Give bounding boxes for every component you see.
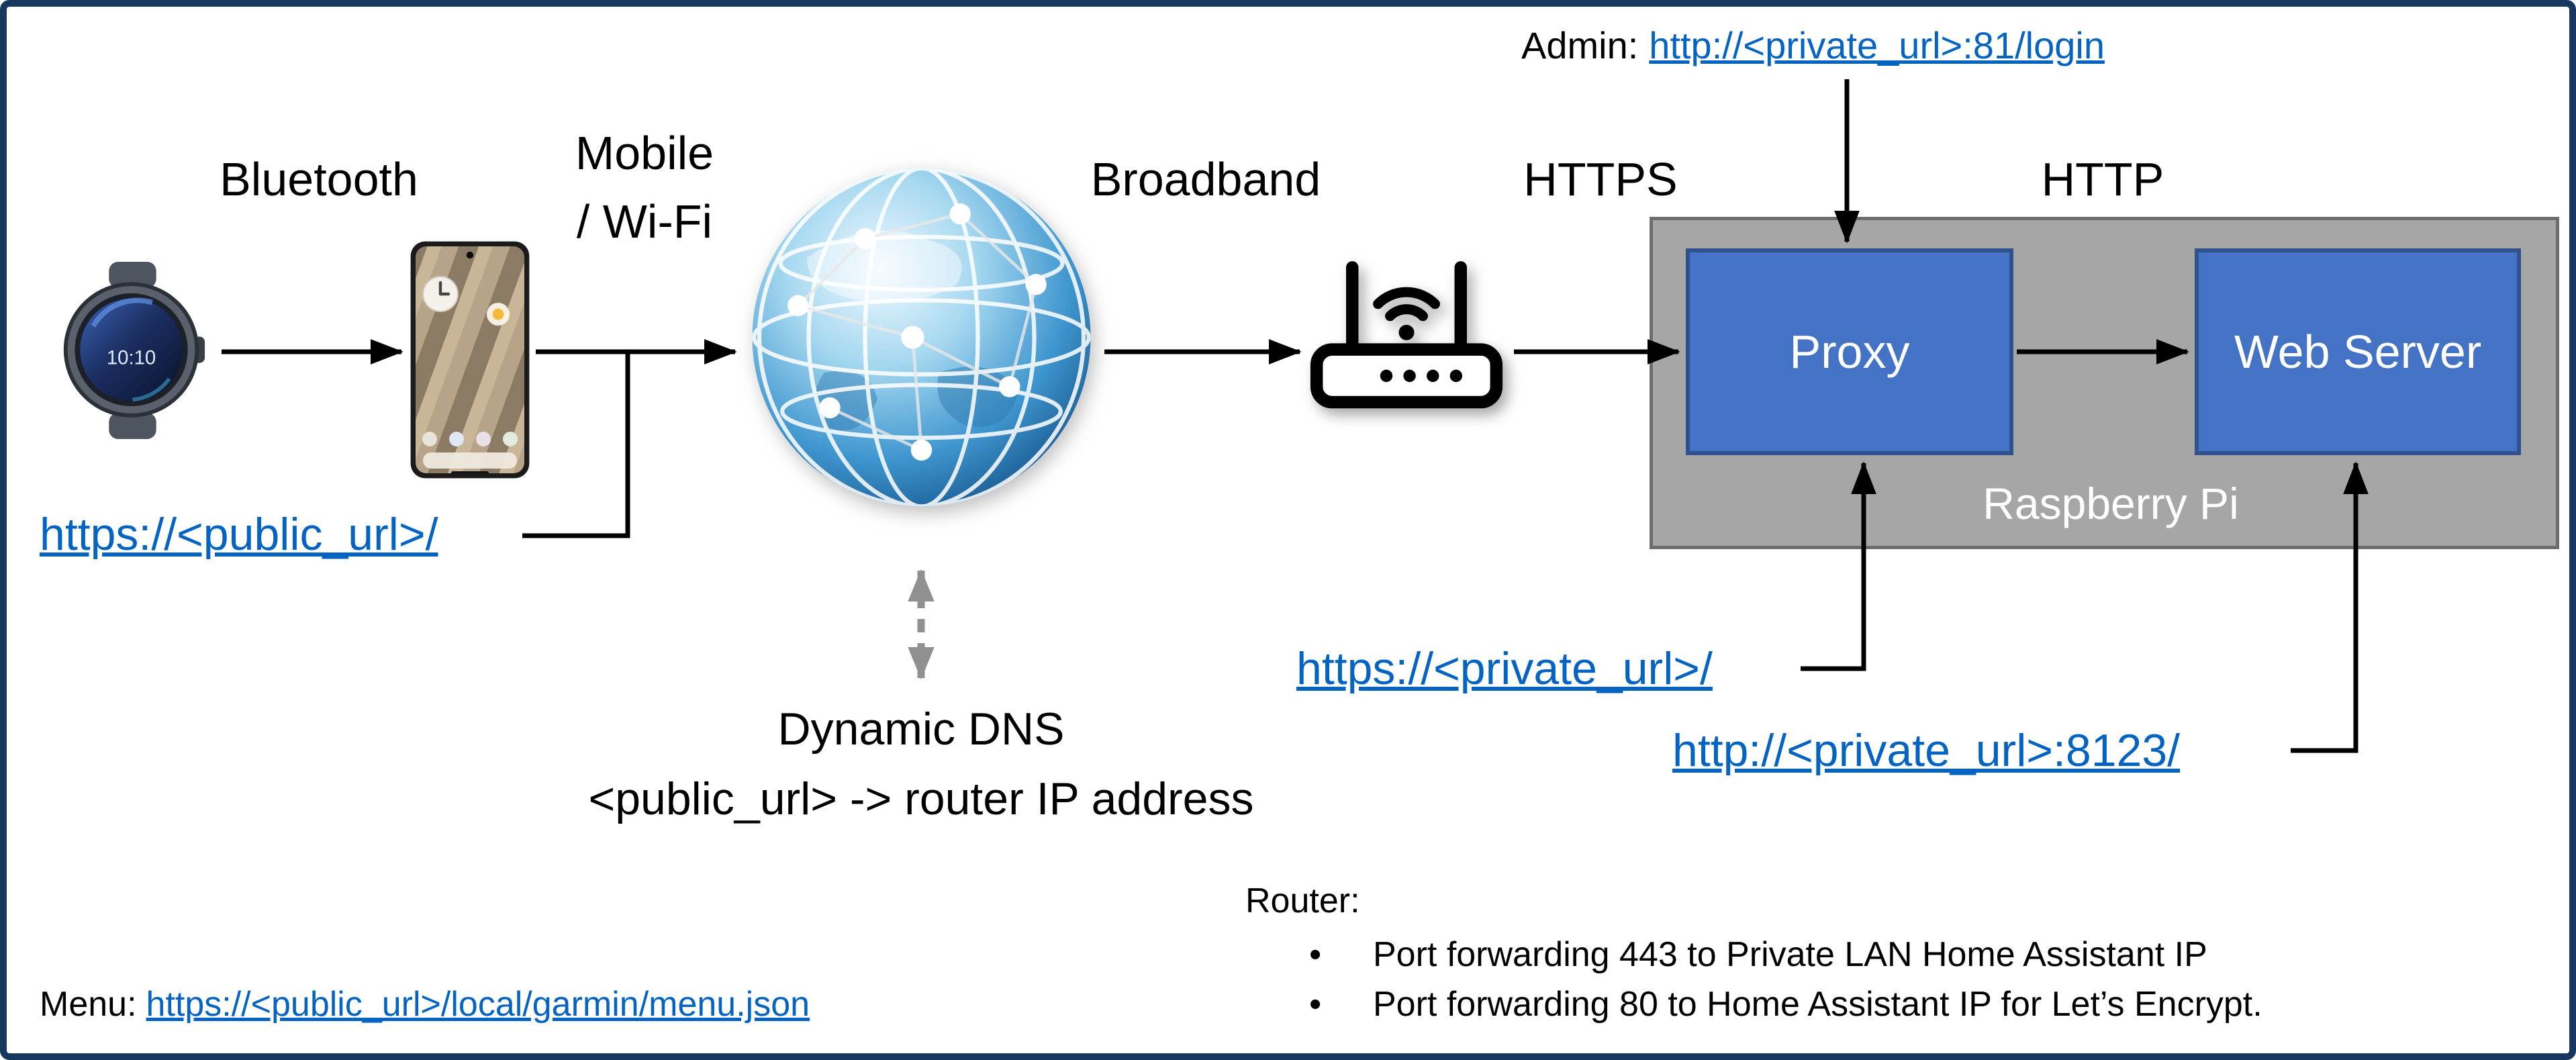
dns-mapping-label: <public_url> -> router IP address [588,773,1254,824]
admin-url-link[interactable]: http://<private_url>:81/login [1649,24,2105,66]
router-notes-list: • Port forwarding 443 to Private LAN Hom… [1245,930,2262,1030]
menu-url-link[interactable]: https://<public_url>/local/garmin/menu.j… [146,985,810,1024]
proxy-label: Proxy [1789,326,1910,378]
web-server-box: Web Server [2195,248,2521,455]
mobile-wifi-label: Mobile / Wi-Fi [510,119,779,256]
line-public-url-to-arrow [522,354,630,538]
internet-globe-icon [752,168,1091,507]
raspberry-pi-label: Raspberry Pi [1983,479,2239,528]
public-url-link[interactable]: https://<public_url>/ [40,509,438,560]
router-notes-title: Router: [1245,881,1360,920]
private-url-https-link[interactable]: https://<private_url>/ [1296,643,1713,694]
router-icon [1310,261,1503,409]
mobile-label: Mobile [575,127,714,179]
router-notes: Router: • Port forwarding 443 to Private… [1245,877,2262,1029]
smartwatch-icon: 10:10 [63,261,205,440]
router-note-item: • Port forwarding 443 to Private LAN Hom… [1245,930,2262,980]
admin-line: Admin:http://<private_url>:81/login [1521,27,2105,64]
router-note-text: Port forwarding 443 to Private LAN Home … [1373,934,2207,974]
admin-prefix: Admin: [1521,24,1639,66]
wifi-label: / Wi-Fi [576,195,713,248]
router-note-item: • Port forwarding 80 to Home Assistant I… [1245,980,2262,1030]
dynamic-dns-label: Dynamic DNS [777,704,1065,755]
https-label: HTTPS [1523,153,1678,205]
menu-prefix: Menu: [40,985,137,1024]
private-url-8123-link[interactable]: http://<private_url>:8123/ [1672,725,2181,776]
broadband-label: Broadband [1090,153,1321,205]
watch-time: 10:10 [107,347,156,369]
http-label: HTTP [2041,153,2164,205]
bullet-icon: • [1309,934,1322,974]
phone-icon [410,241,530,479]
proxy-box: Proxy [1686,248,2013,455]
bluetooth-label: Bluetooth [220,153,418,205]
bullet-icon: • [1309,984,1322,1024]
web-server-label: Web Server [2234,326,2482,378]
router-note-text: Port forwarding 80 to Home Assistant IP … [1373,984,2262,1024]
menu-line: Menu:https://<public_url>/local/garmin/m… [40,987,810,1022]
